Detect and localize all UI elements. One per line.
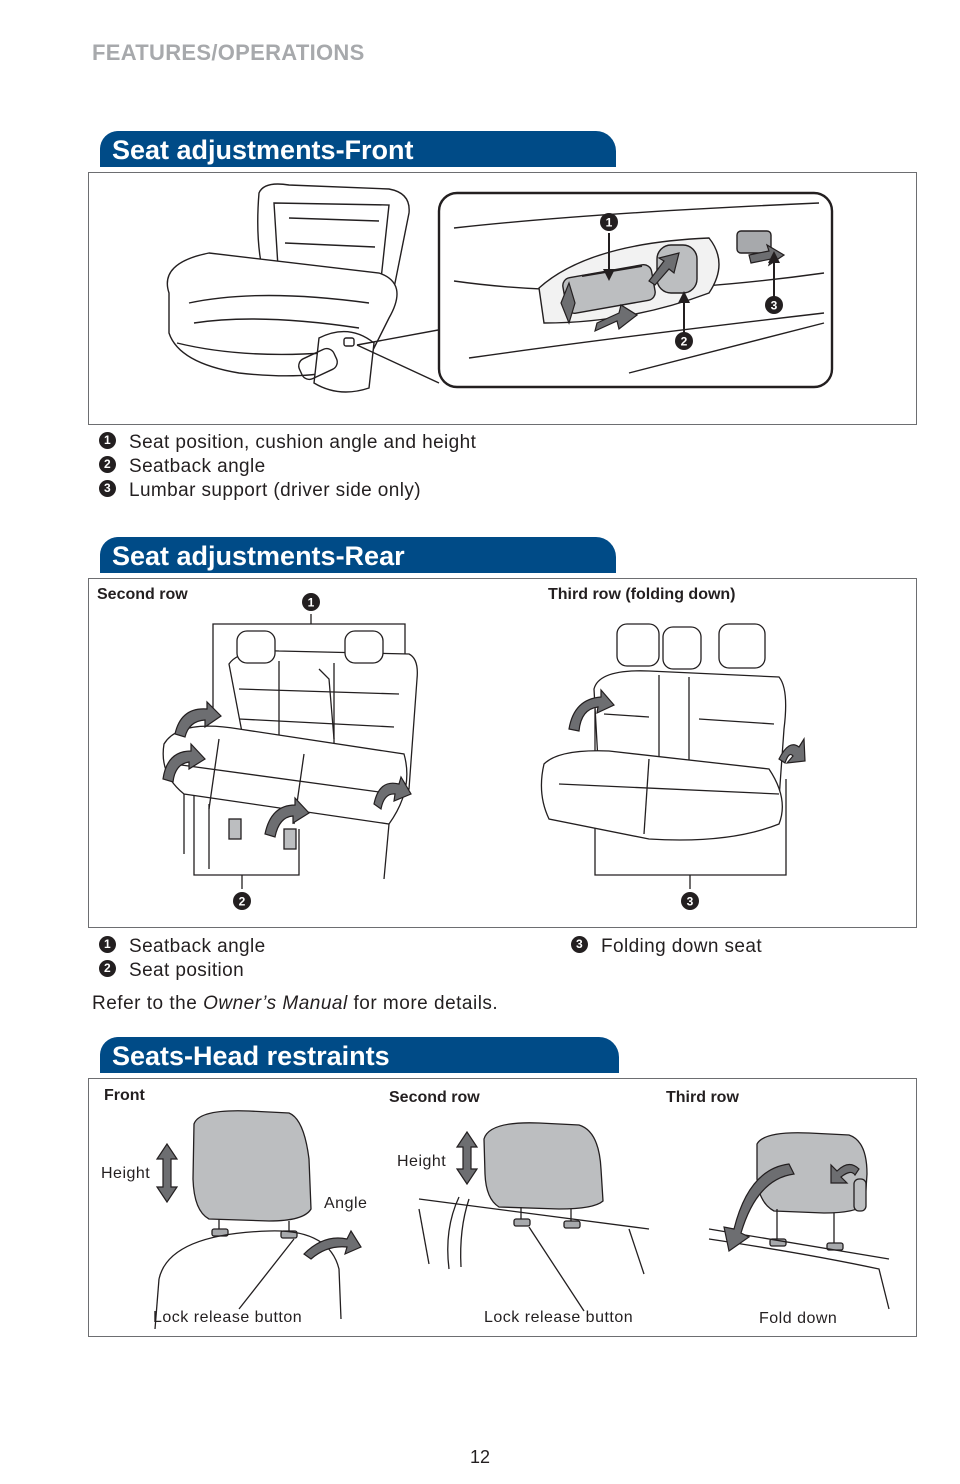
head-third-fold-label: Fold down	[759, 1310, 838, 1327]
front-legend-text-3: Lumbar support (driver side only)	[129, 480, 421, 501]
rear-figure: Second row Third row (folding down)	[88, 578, 917, 928]
page-header: FEATURES/OPERATIONS	[92, 40, 365, 65]
rear-legend-item-3: 3 Folding down seat	[571, 935, 762, 959]
head-second-height-label: Height	[397, 1153, 447, 1170]
owners-manual-note: Refer to the Owner’s Manual for more det…	[92, 993, 498, 1015]
head-third-label: Third row	[666, 1089, 739, 1106]
front-legend: 1 Seat position, cushion angle and height…	[99, 431, 476, 503]
front-callouts: 1 2 3	[600, 213, 783, 350]
section-title-head-text: Seats-Head restraints	[112, 1041, 390, 1071]
note-suffix: for more details.	[347, 993, 499, 1014]
rear-callout-3: 3	[687, 895, 694, 909]
section-title-rear: Seat adjustments-Rear	[100, 537, 616, 573]
head-restraint-illustration	[154, 1110, 890, 1330]
badge-2: 2	[99, 960, 116, 978]
head-front-label: Front	[104, 1087, 145, 1104]
head-restraint-figure: Front Second row Third row Height Angle …	[88, 1078, 917, 1337]
rear-legend-item-2: 2 Seat position	[99, 959, 244, 983]
front-legend-item: 3 Lumbar support (driver side only)	[99, 479, 476, 503]
note-prefix: Refer to the	[92, 993, 204, 1014]
rear-legend-text-1: Seatback angle	[129, 936, 266, 957]
rear-legend-text-3: Folding down seat	[601, 936, 763, 957]
rear-legend-text-2: Seat position	[129, 960, 245, 981]
rear-callout-1: 1	[308, 596, 315, 610]
badge-1: 1	[99, 936, 116, 954]
front-legend-item: 2 Seatback angle	[99, 455, 476, 479]
head-front-lock-label: Lock release button	[153, 1309, 303, 1326]
front-figure: 1 2 3	[88, 172, 917, 425]
rear-legend-item-1: 1 Seatback angle	[99, 935, 266, 959]
badge-3: 3	[571, 936, 588, 954]
front-legend-item: 1 Seat position, cushion angle and height	[99, 431, 476, 455]
second-row-label: Second row	[97, 586, 188, 603]
third-row-label: Third row (folding down)	[548, 586, 736, 603]
page-number: 12	[469, 1447, 491, 1467]
badge-1: 1	[99, 432, 116, 450]
section-title-front: Seat adjustments-Front	[100, 131, 616, 167]
rear-seat-illustration: 1 2 3	[162, 593, 806, 910]
section-title-front-text: Seat adjustments-Front	[112, 135, 414, 165]
section-title-head: Seats-Head restraints	[100, 1037, 619, 1073]
front-legend-text-1: Seat position, cushion angle and height	[129, 432, 477, 453]
front-seat-illustration: 1 2 3	[166, 183, 834, 393]
badge-3: 3	[99, 480, 116, 498]
rear-callout-2: 2	[239, 895, 246, 909]
badge-2: 2	[99, 456, 116, 474]
head-front-angle-label: Angle	[324, 1195, 368, 1212]
front-legend-text-2: Seatback angle	[129, 456, 266, 477]
front-callout-1: 1	[606, 216, 613, 230]
front-callout-2: 2	[681, 335, 688, 349]
head-front-height-label: Height	[101, 1165, 151, 1182]
head-second-lock-label: Lock release button	[484, 1309, 634, 1326]
head-second-label: Second row	[389, 1089, 480, 1106]
front-callout-3: 3	[771, 299, 778, 313]
section-title-rear-text: Seat adjustments-Rear	[112, 541, 405, 571]
note-manual-title: Owner’s Manual	[203, 993, 348, 1014]
rear-callouts: 1 2 3	[233, 593, 699, 910]
